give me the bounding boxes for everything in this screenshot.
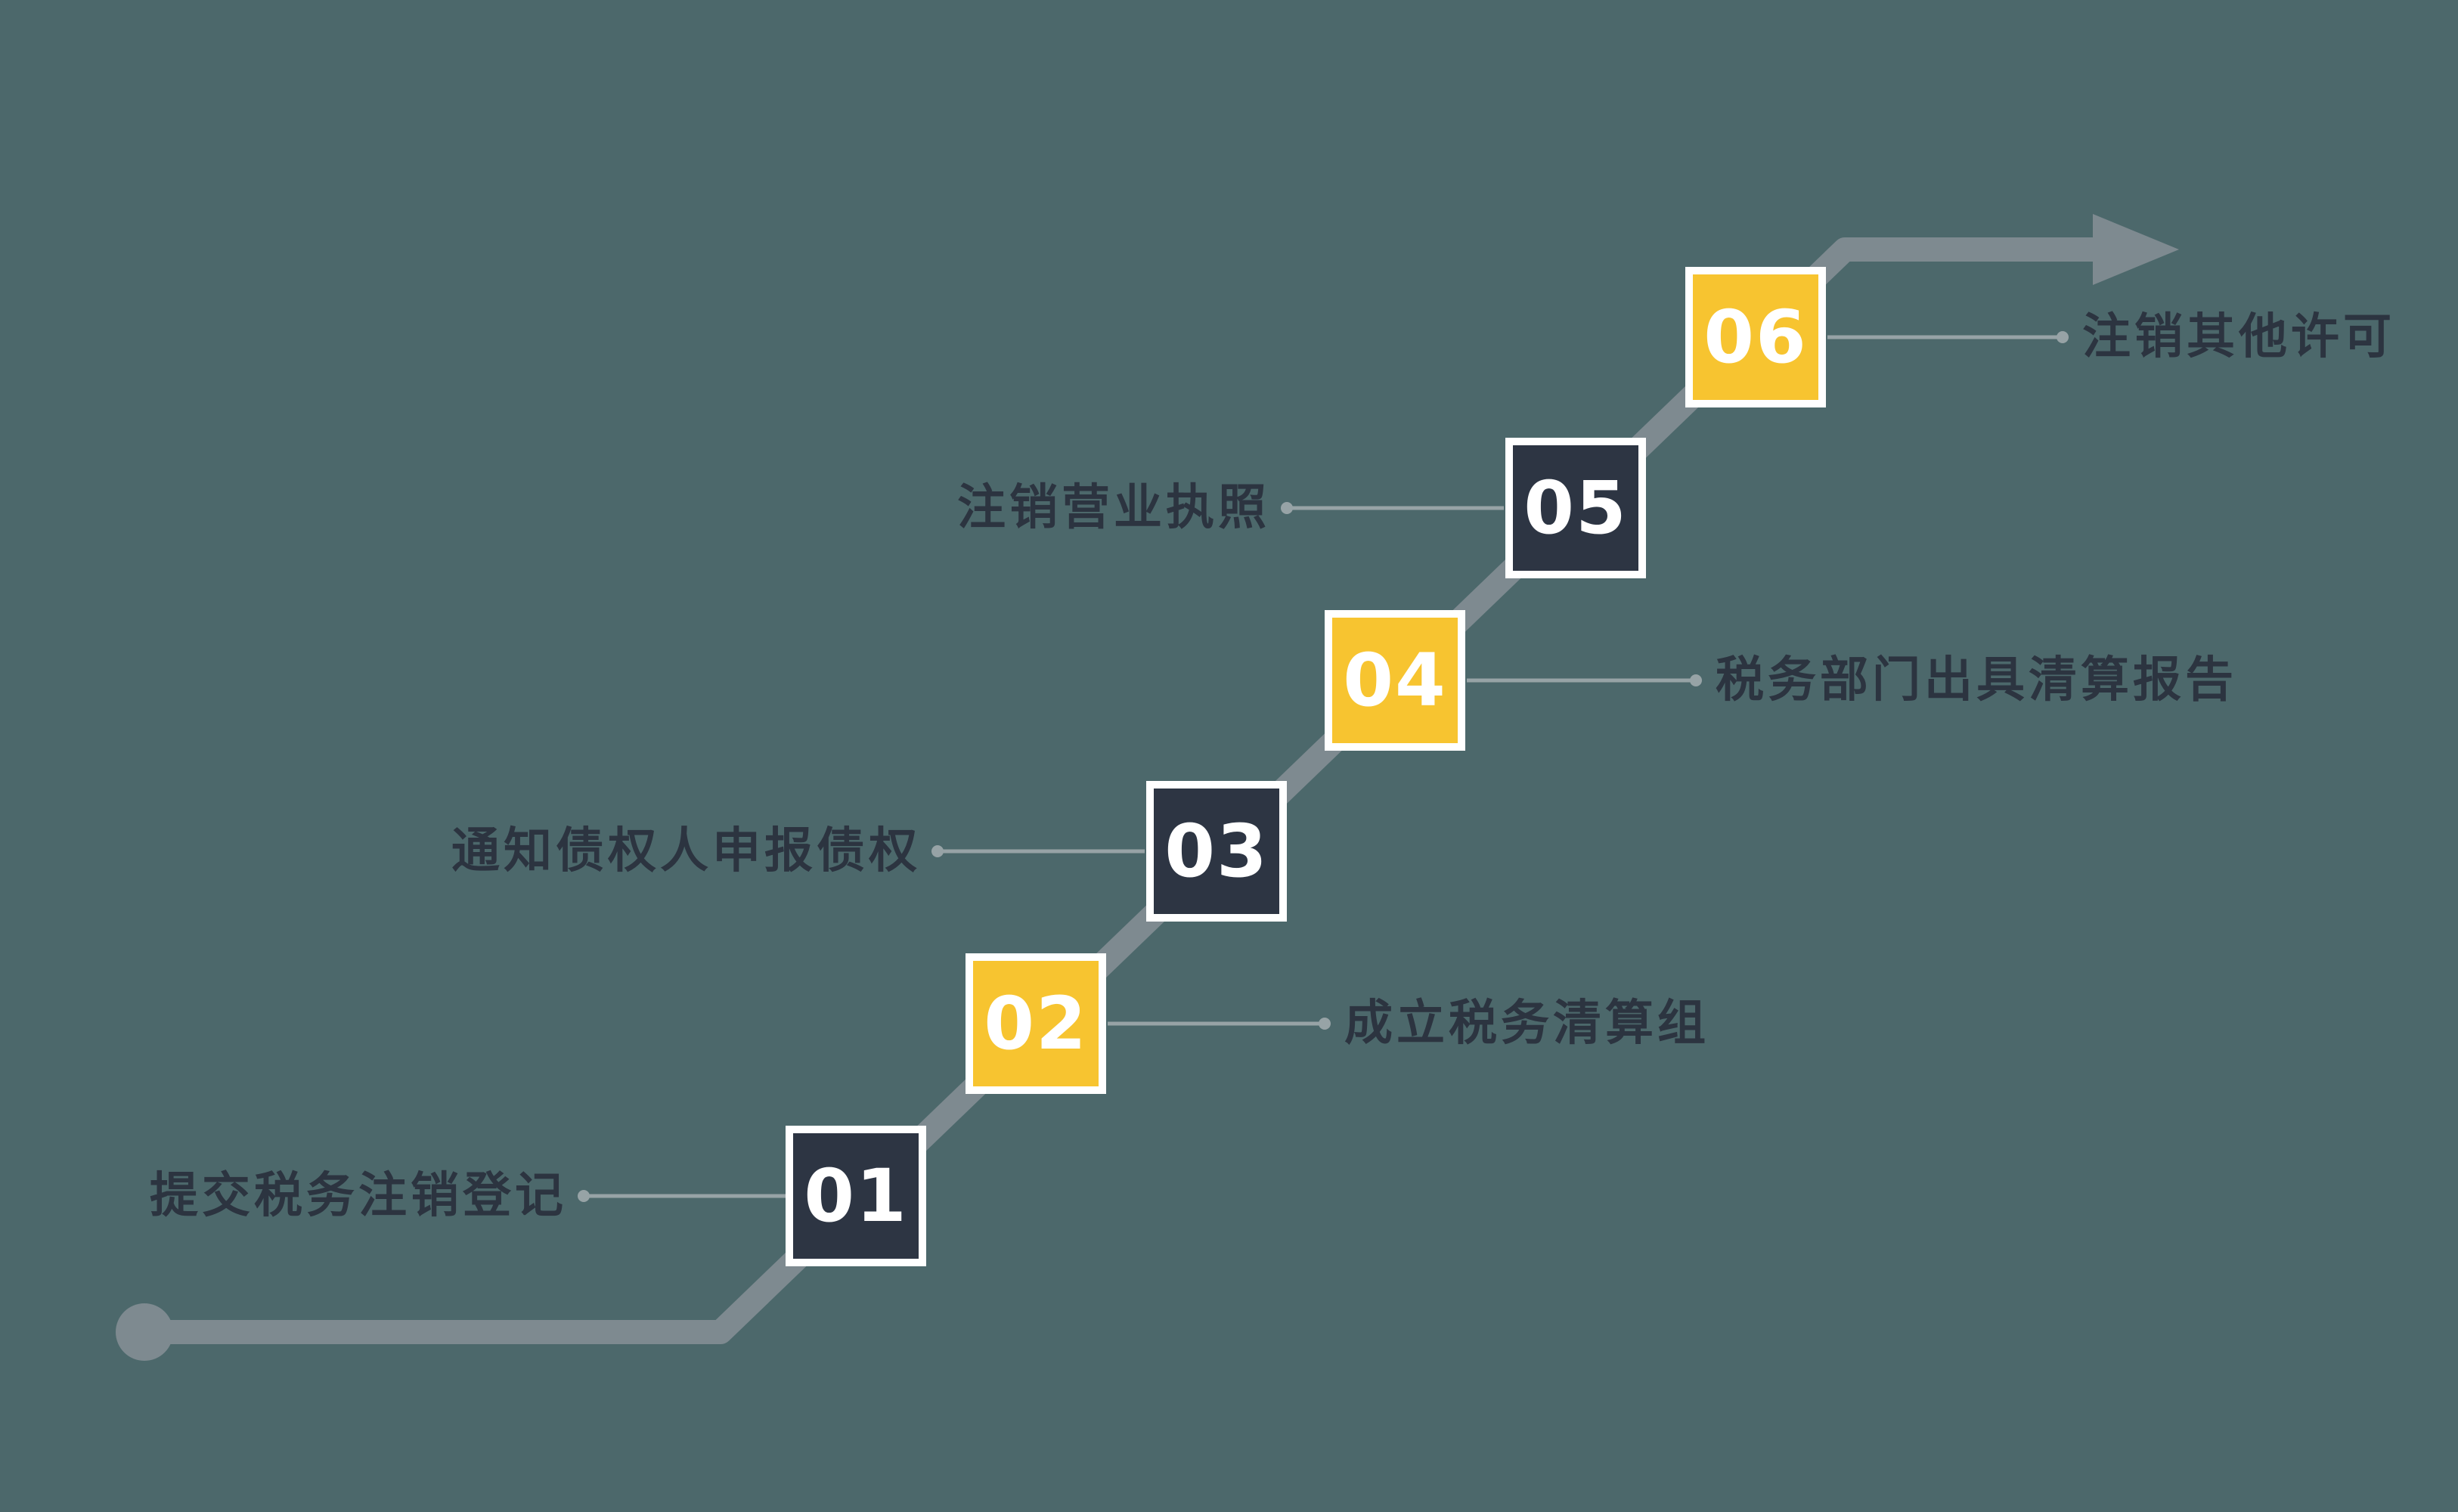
step-label-02: 成立税务清算组 (1344, 996, 1709, 1052)
step-box-02: 02 (966, 953, 1106, 1094)
step-number-03: 03 (1164, 809, 1269, 894)
step-number-04: 04 (1343, 638, 1447, 723)
step-label-05: 注销营业执照 (957, 480, 1270, 536)
arrow-icon (2093, 214, 2179, 285)
step-number-02: 02 (984, 981, 1088, 1066)
step-box-04: 04 (1325, 610, 1465, 751)
step-label-03: 通知债权人申报债权 (451, 823, 921, 879)
step-number-06: 06 (1703, 295, 1808, 380)
connector-dot-06 (2057, 331, 2069, 343)
connector-dot-03 (931, 845, 944, 857)
step-box-01: 01 (786, 1126, 926, 1266)
step-box-05: 05 (1505, 438, 1646, 578)
step-label-04: 税务部门出具清算报告 (1716, 652, 2237, 708)
step-number-05: 05 (1523, 466, 1628, 550)
step-number-01: 01 (804, 1154, 908, 1238)
connector-dot-04 (1690, 674, 1702, 686)
connector-dot-02 (1319, 1018, 1331, 1030)
step-label-06: 注销其他许可 (2082, 309, 2395, 365)
connector-dot-05 (1281, 502, 1293, 514)
step-box-06: 06 (1685, 267, 1826, 407)
connector-dot-01 (578, 1190, 590, 1202)
step-box-03: 03 (1146, 781, 1287, 922)
step-label-01: 提交税务注销登记 (150, 1168, 567, 1224)
